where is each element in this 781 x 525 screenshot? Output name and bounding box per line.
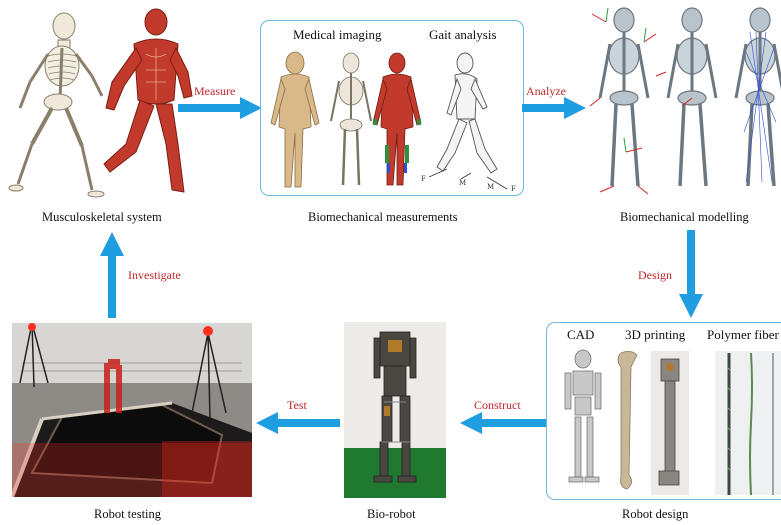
caption-modelling: Biomechanical modelling — [620, 210, 749, 225]
musculoskeletal-image — [6, 4, 196, 204]
measure-arrow — [178, 97, 262, 119]
cad-label: CAD — [567, 327, 594, 343]
svg-text:F: F — [511, 185, 516, 193]
design-label: Design — [638, 268, 672, 283]
construct-label: Construct — [474, 398, 521, 413]
construct-arrow — [460, 412, 546, 434]
analyze-arrow — [522, 97, 586, 119]
printing-label: 3D printing — [625, 327, 685, 343]
investigate-label: Investigate — [128, 268, 181, 283]
svg-text:M: M — [459, 179, 466, 187]
medical-imaging-label: Medical imaging — [293, 27, 381, 43]
modelling-image — [586, 2, 781, 202]
robot-testing-photo — [12, 323, 252, 497]
test-label: Test — [287, 398, 307, 413]
investigate-arrow — [100, 232, 124, 318]
polymer-label: Polymer fiber — [707, 327, 779, 343]
svg-text:F: F — [421, 175, 426, 183]
design-arrow — [679, 230, 703, 318]
gait-analysis-label: Gait analysis — [429, 27, 497, 43]
test-arrow — [256, 412, 340, 434]
robot-design-box: CAD 3D printing Polymer fiber — [546, 322, 781, 500]
svg-text:M: M — [487, 183, 494, 191]
robot-design-figures — [547, 347, 781, 497]
caption-robot-design: Robot design — [622, 507, 688, 522]
caption-measurements: Biomechanical measurements — [308, 210, 458, 225]
caption-bio-robot: Bio-robot — [367, 507, 416, 522]
caption-musculoskeletal: Musculoskeletal system — [42, 210, 162, 225]
analyze-label: Analyze — [526, 84, 566, 99]
medical-imaging-figures: F M M F — [261, 49, 523, 193]
caption-robot-testing: Robot testing — [94, 507, 161, 522]
measurements-box: Medical imaging Gait analysis — [260, 20, 524, 196]
measure-label: Measure — [194, 84, 235, 99]
bio-robot-photo — [344, 322, 446, 498]
